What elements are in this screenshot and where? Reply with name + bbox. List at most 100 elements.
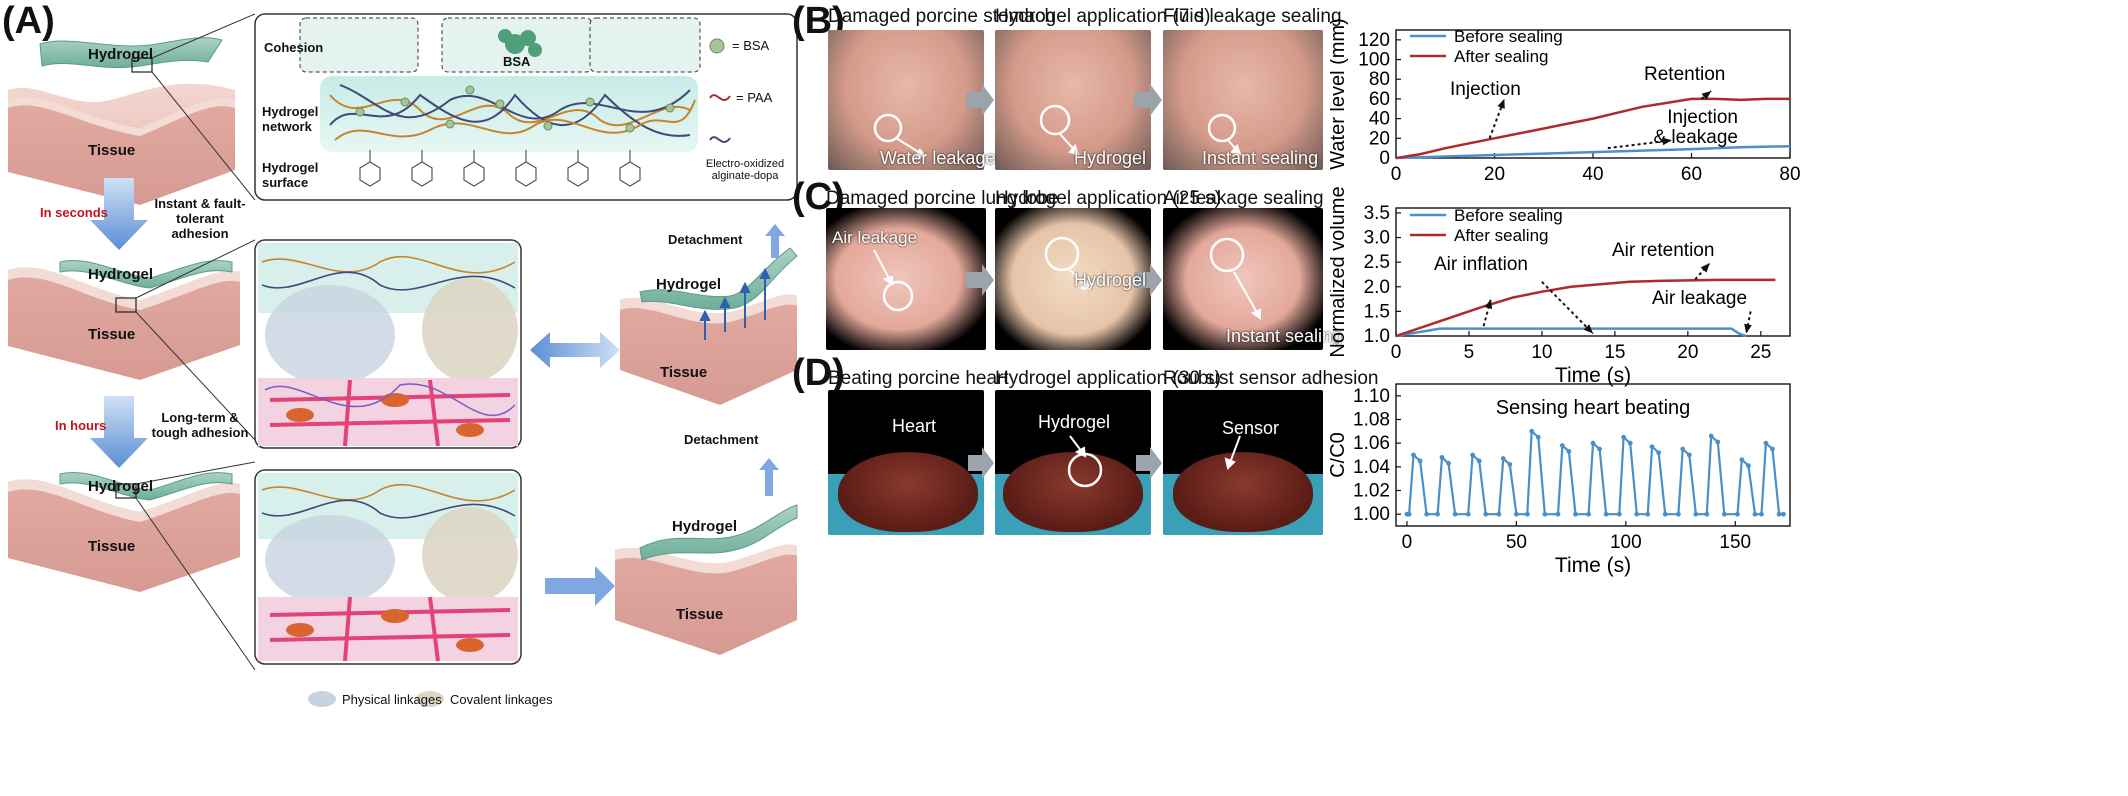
chart2-ytick-label: 1.0 xyxy=(1364,326,1390,347)
chart2-series-before xyxy=(1395,327,1747,338)
chart3-ylabel: C/C0 xyxy=(1330,432,1349,478)
chart1-ytick-label: 60 xyxy=(1369,89,1390,110)
c-photo-sealing xyxy=(1163,208,1323,350)
chart3-point xyxy=(1524,511,1530,517)
chart1-ylabel: Water level (mm) xyxy=(1330,18,1349,169)
tissue-label-2: Tissue xyxy=(88,326,136,343)
c-label-hydrogel: Hydrogel xyxy=(1074,270,1147,290)
b-caption-3: Fluid leakage sealing xyxy=(1163,6,1342,27)
legend-bsa: = BSA xyxy=(732,38,770,53)
b-label-instant-sealing: Instant sealing xyxy=(1202,148,1319,168)
chart3-point xyxy=(1590,440,1596,446)
chart3-point xyxy=(1680,446,1686,452)
chart3-xtick-label: 50 xyxy=(1506,532,1527,553)
bsa-inset-label: BSA xyxy=(503,54,531,69)
chart2-arrow-leakage-head xyxy=(1744,323,1752,334)
chart3-point xyxy=(1627,440,1633,446)
in-hours-label: In hours xyxy=(55,418,107,433)
chart1-legend-label: After sealing xyxy=(1454,47,1549,66)
chart3-point xyxy=(1542,511,1548,517)
tissue-label-1: Tissue xyxy=(88,142,136,159)
chart3-ytick-label: 1.06 xyxy=(1353,433,1390,454)
chart1-annot-injection-leakage-1: Injection xyxy=(1667,107,1738,128)
chart3-point xyxy=(1470,452,1476,458)
chart3-point xyxy=(1704,511,1710,517)
chart3-point xyxy=(1770,446,1775,452)
chart3-point xyxy=(1603,511,1609,517)
b-photo-hydrogel xyxy=(995,30,1151,170)
chart3-point xyxy=(1566,449,1572,454)
chart3-point xyxy=(1715,439,1721,445)
chart1-xtick-label: 0 xyxy=(1391,164,1402,185)
chart1-arrow-retention-head xyxy=(1701,91,1712,100)
chart3-point xyxy=(1424,511,1430,517)
chart1-ytick-label: 100 xyxy=(1358,50,1390,71)
hydrogel-label-3: Hydrogel xyxy=(88,478,154,495)
chart1-ytick-label: 20 xyxy=(1369,128,1390,149)
chart3-point xyxy=(1446,460,1451,466)
chart3-point xyxy=(1686,452,1692,458)
d-photo-hydrogel xyxy=(995,390,1151,535)
chart2-frame xyxy=(1395,207,1791,337)
chart1-annot-injection: Injection xyxy=(1450,79,1521,100)
chart2-annot-inflation: Air inflation xyxy=(1434,254,1528,275)
chart3-point xyxy=(1721,511,1727,517)
chart3-point xyxy=(1763,440,1769,446)
chart3-xtick-label: 150 xyxy=(1719,532,1751,553)
d-photo-heart xyxy=(828,390,984,535)
d-label-hydrogel: Hydrogel xyxy=(1038,412,1111,432)
chart2-xtick-label: 0 xyxy=(1391,342,1402,363)
chart3-point xyxy=(1708,433,1714,439)
chart1-ytick-label: 40 xyxy=(1369,109,1390,130)
chart1-arrow-leakage xyxy=(1607,139,1672,150)
chart1-ytick-label: 0 xyxy=(1379,148,1390,169)
chart2-ytick-label: 3.5 xyxy=(1364,203,1390,224)
b-caption-1: Damaged porcine stomach xyxy=(828,6,1056,27)
c-label-air-leakage: Air leakage xyxy=(832,228,918,247)
chart3-point xyxy=(1507,462,1513,467)
chart3-point xyxy=(1535,434,1541,440)
chart3-point xyxy=(1759,511,1764,517)
instant-adhesion-label: Instant & fault-tolerant adhesion xyxy=(154,196,246,241)
chart3-point xyxy=(1513,511,1519,517)
hydrogel-surface-label: Hydrogel surface xyxy=(262,160,319,190)
chart3-point xyxy=(1559,443,1565,448)
chart3-point xyxy=(1649,444,1655,450)
chart3-point xyxy=(1597,446,1602,452)
chart3-point xyxy=(1452,511,1458,517)
chart2-xlabel: Time (s) xyxy=(1555,364,1631,387)
chart1-annot-injection-leakage-2: & leakage xyxy=(1653,127,1738,148)
chart3-point xyxy=(1555,511,1561,517)
chart1-legend-label: Before sealing xyxy=(1454,27,1563,46)
chart3-point xyxy=(1616,511,1622,517)
hydrogel-label-2: Hydrogel xyxy=(88,266,154,283)
chart3-point xyxy=(1739,457,1745,463)
chart2-xtick-label: 25 xyxy=(1750,342,1771,363)
tissue-label-4: Tissue xyxy=(660,364,708,381)
c-caption-3: Air leakage sealing xyxy=(1163,188,1324,209)
panel-d-letter: (D) xyxy=(792,352,845,394)
chart3-point xyxy=(1662,511,1668,517)
chart2-xtick-label: 10 xyxy=(1531,342,1552,363)
chart2-arrow-inflation-2-head xyxy=(1583,324,1593,334)
d-label-heart: Heart xyxy=(892,416,937,436)
d-label-sensor: Sensor xyxy=(1222,418,1280,438)
legend-dopa: Electro-oxidized alginate-dopa xyxy=(705,158,785,182)
chart3-frame xyxy=(1395,383,1791,527)
chart2-ytick-label: 3.0 xyxy=(1364,228,1390,249)
tissue-label-3: Tissue xyxy=(88,538,136,555)
chart3-point xyxy=(1746,463,1751,469)
longterm-adhesion-label: Long-term & tough adhesion xyxy=(151,410,249,440)
chart1-series-before xyxy=(1395,144,1791,160)
chart2-arrow-inflation xyxy=(1482,298,1492,327)
chart2-legend-label: After sealing xyxy=(1454,226,1549,245)
chart1-ytick-label: 120 xyxy=(1358,30,1390,51)
chart2-arrow-retention-head xyxy=(1700,263,1710,273)
chart3-point xyxy=(1656,450,1662,456)
c-photo-hydrogel xyxy=(995,208,1151,350)
chart3-point xyxy=(1634,511,1640,517)
chart2-xtick-label: 20 xyxy=(1677,342,1698,363)
b-label-water-leakage: Water leakage xyxy=(880,148,996,168)
detachment-label-1: Detachment xyxy=(668,232,743,247)
